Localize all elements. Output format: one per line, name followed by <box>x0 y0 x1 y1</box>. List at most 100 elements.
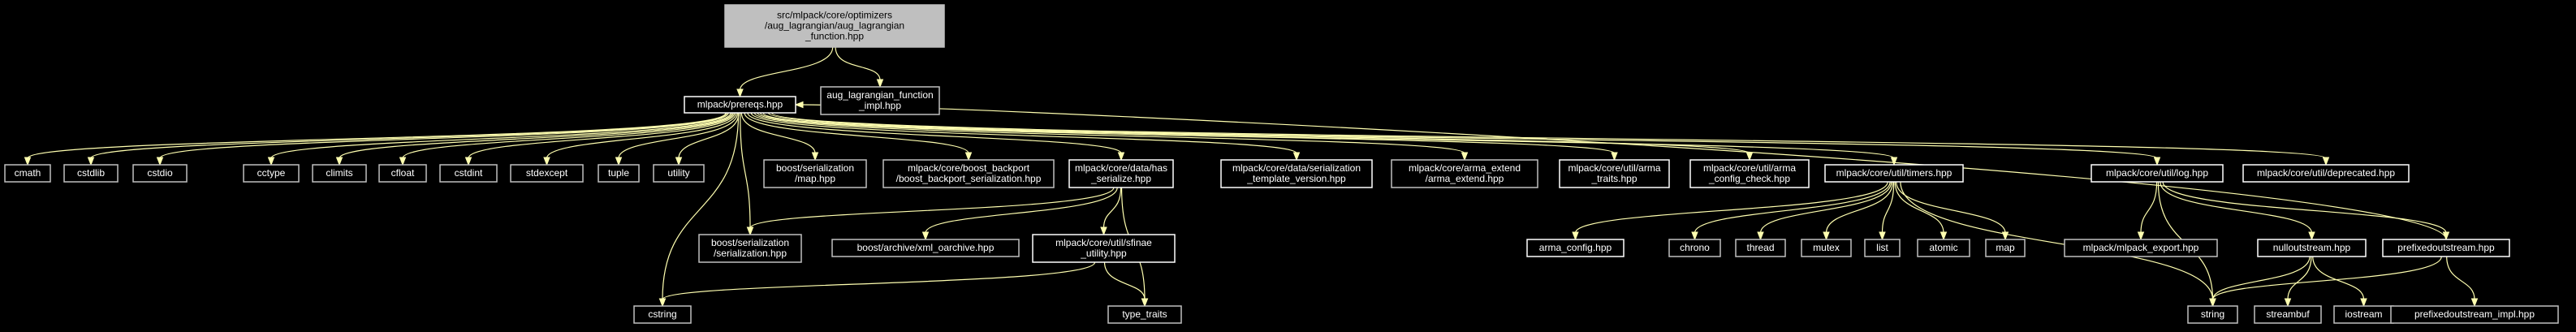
dependency-edge <box>156 112 729 166</box>
node-label: prefixedoutstream_impl.hpp <box>2414 308 2535 320</box>
arrowhead-icon <box>921 231 930 241</box>
dependency-edge <box>1103 261 1149 308</box>
node-armatraits[interactable]: mlpack/core/util/arma_traits.hpp <box>1559 159 1670 188</box>
node-label: _utility.hpp <box>1080 248 1127 259</box>
node-nullout[interactable]: nulloutstream.hpp <box>2257 239 2367 257</box>
node-cstdio: cstdio <box>132 164 188 183</box>
edges-layer <box>24 46 2479 308</box>
node-box <box>132 164 188 183</box>
arrowhead-icon <box>1745 152 1754 162</box>
node-box <box>63 164 119 183</box>
dependency-edge <box>675 112 740 166</box>
node-log[interactable]: mlpack/core/util/log.hpp <box>2091 164 2224 183</box>
node-label: stdexcept <box>526 167 568 179</box>
node-label: /serialization.hpp <box>714 248 787 259</box>
arrowhead-icon <box>811 152 819 162</box>
node-label: mlpack/core/util/timers.hpp <box>1836 167 1952 179</box>
arrowhead-icon <box>267 157 275 166</box>
dependency-edge <box>750 112 1301 162</box>
arrowhead-icon <box>2153 157 2161 166</box>
dependency-edge <box>2160 181 2315 241</box>
node-list: list <box>1864 239 1901 257</box>
node-timers[interactable]: mlpack/core/util/timers.hpp <box>1824 164 1964 183</box>
node-utility: utility <box>653 164 705 183</box>
node-label: mlpack/core/util/arma <box>1568 162 1660 174</box>
arrowhead-icon <box>87 157 95 166</box>
arrowhead-icon <box>964 152 973 162</box>
node-deprecated[interactable]: mlpack/core/util/deprecated.hpp <box>2242 164 2410 183</box>
node-label: cstring <box>648 308 676 320</box>
node-box <box>763 159 867 188</box>
node-map: map <box>1985 239 2026 257</box>
node-box <box>633 305 692 324</box>
node-box <box>312 164 367 183</box>
arrowhead-icon <box>1461 152 1469 162</box>
arrowhead-icon <box>746 226 754 236</box>
node-sertpl[interactable]: mlpack/core/data/serialization_template_… <box>1220 159 1373 188</box>
node-label: mlpack/core/util/deprecated.hpp <box>2257 167 2395 179</box>
dependency-edge <box>736 46 834 98</box>
node-label: boost/serialization <box>711 237 789 248</box>
dependency-edge <box>921 187 1118 241</box>
arrowhead-icon <box>736 88 744 98</box>
node-label: mutex <box>1813 242 1840 253</box>
node-box <box>2187 305 2238 324</box>
node-label: _template_version.hpp <box>1246 173 1346 184</box>
node-box <box>2257 239 2367 257</box>
node-label: src/mlpack/core/optimizers <box>777 10 892 21</box>
node-box <box>653 164 705 183</box>
arrowhead-icon <box>658 298 667 308</box>
node-label: aug_lagrangian_function <box>826 89 933 101</box>
node-label: mlpack/core/util/sfinae <box>1055 237 1152 248</box>
node-box <box>2242 164 2410 183</box>
dependency-edge <box>746 187 1115 236</box>
dependency-edge <box>753 112 1469 162</box>
arrowhead-icon <box>156 157 164 166</box>
dependency-edge <box>835 46 884 88</box>
node-prefixout[interactable]: prefixedoutstream.hpp <box>2382 239 2510 257</box>
node-box <box>2091 164 2224 183</box>
dependency-edge <box>615 112 739 166</box>
arrowhead-icon <box>2209 298 2216 308</box>
node-xmlarch: boost/archive/xml_oarchive.hpp <box>831 239 1020 257</box>
node-label: mlpack/core/boost_backport <box>908 162 1030 174</box>
node-armacfg[interactable]: arma_config.hpp <box>1526 239 1625 257</box>
arrowhead-icon <box>1940 231 1948 241</box>
dependency-edge <box>1100 187 1122 236</box>
node-backport: mlpack/core/boost_backport/boost_backpor… <box>882 159 1055 188</box>
arrowhead-icon <box>1100 226 1107 236</box>
node-label: utility <box>667 167 689 179</box>
node-box <box>2064 239 2218 257</box>
arrowhead-icon <box>1141 298 1149 308</box>
dependency-edge <box>543 112 737 166</box>
node-sfinae[interactable]: mlpack/core/util/sfinae_utility.hpp <box>1032 234 1176 263</box>
node-box <box>1068 159 1174 188</box>
node-cmath: cmath <box>4 164 51 183</box>
node-box <box>2254 305 2322 324</box>
node-box <box>1689 159 1810 188</box>
node-box <box>1985 239 2026 257</box>
node-prereqs[interactable]: mlpack/prereqs.hpp <box>684 96 796 114</box>
arrowhead-icon <box>2470 298 2479 308</box>
arrowhead-icon <box>794 101 804 109</box>
node-cctype: cctype <box>243 164 300 183</box>
node-hasser[interactable]: mlpack/core/data/has_serialize.hpp <box>1068 159 1174 188</box>
node-box <box>1801 239 1852 257</box>
node-chrono: chrono <box>1668 239 1721 257</box>
node-prefiximpl: prefixedoutstream_impl.hpp <box>2390 305 2559 324</box>
node-box <box>1391 159 1538 188</box>
node-label: map <box>1996 242 2015 253</box>
node-focus[interactable]: src/mlpack/core/optimizers/aug_lagrangia… <box>724 4 945 48</box>
dependency-edge <box>267 112 731 166</box>
dependency-edge <box>464 112 736 166</box>
node-armacfgchk[interactable]: mlpack/core/util/arma_config_check.hpp <box>1689 159 1810 188</box>
dependency-edge <box>740 112 754 236</box>
arrowhead-icon <box>1879 231 1886 241</box>
node-box <box>882 159 1055 188</box>
node-box <box>1668 239 1721 257</box>
node-typetraits: type_traits <box>1107 305 1182 324</box>
dependency-edge <box>2446 256 2479 308</box>
node-label: /map.hpp <box>795 173 835 184</box>
node-label: boost/archive/xml_oarchive.hpp <box>857 242 995 253</box>
